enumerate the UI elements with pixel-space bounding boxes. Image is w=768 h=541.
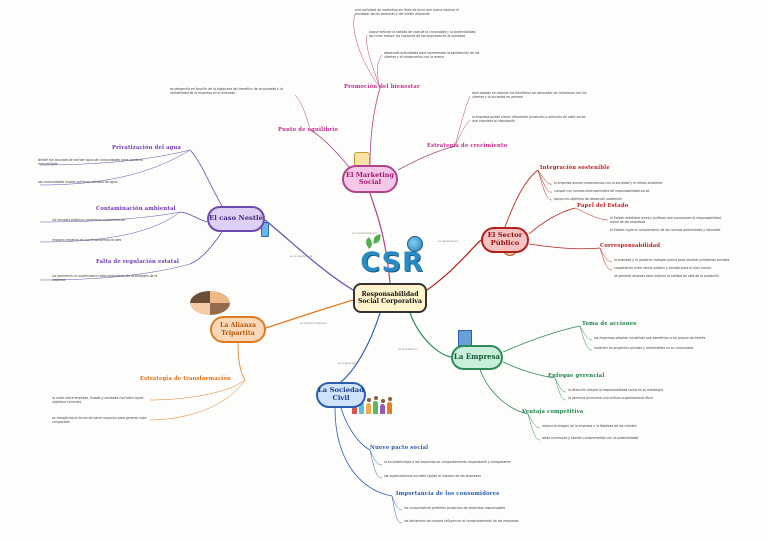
note: las decisiones de compra influyen en el … xyxy=(404,519,519,523)
subtopic-toma-acciones[interactable]: Toma de acciones xyxy=(582,321,637,327)
branch-sociedad-civil[interactable]: La Sociedad Civil xyxy=(316,382,366,408)
globe-icon xyxy=(407,236,423,252)
note: la empresa y el gobierno trabajan juntos… xyxy=(614,258,730,262)
subtopic-falta-regulacion[interactable]: Falta de regulación estatal xyxy=(96,259,180,265)
note: el Estado vigila el cumplimiento de las … xyxy=(610,228,721,232)
note: cumple con normas internacionales de res… xyxy=(554,189,650,193)
subtopic-punto-equilibrio[interactable]: Punto de equilibrio xyxy=(278,127,339,133)
team-hands-icon xyxy=(190,291,230,315)
subtopic-importancia-consumidores[interactable]: Importancia de los consumidores xyxy=(396,491,500,497)
subtopic-integracion-sostenible[interactable]: Integración sostenible xyxy=(540,165,610,171)
note: los consumidores prefieren productos de … xyxy=(404,506,506,510)
subtopic-ventaja-competitiva[interactable]: Ventaja competitiva xyxy=(522,409,584,415)
note: el Estado establece leyes y políticas qu… xyxy=(610,216,721,225)
subtopic-corresponsabilidad[interactable]: Corresponsabilidad xyxy=(600,243,661,249)
subtopic-papel-estado[interactable]: Papel del Estado xyxy=(577,203,629,209)
note: la sociedad exige a las empresas un comp… xyxy=(384,460,511,464)
building-icon xyxy=(458,330,472,346)
note: apoya los objetivos de desarrollo sosten… xyxy=(554,197,622,201)
edge-label: es exigida por xyxy=(338,362,357,365)
water-bottle-icon xyxy=(261,222,269,237)
subtopic-estrategia-crecimiento[interactable]: Estrategia de crecimiento xyxy=(427,143,508,149)
edge-label: es aplicada por xyxy=(398,348,418,351)
note: la unión entre empresa, Estado y socieda… xyxy=(52,396,144,405)
subtopic-contaminacion-ambiental[interactable]: Contaminación ambiental xyxy=(96,206,176,212)
note: desarrolla actividades para incrementar … xyxy=(384,51,480,60)
edge-label: son promovidas por xyxy=(352,232,378,235)
central-topic[interactable]: Responsabilidad Social Corporativa xyxy=(353,283,427,313)
branch-empresa[interactable]: La Empresa xyxy=(451,345,503,370)
note: las comunidades locales sufrieron escase… xyxy=(38,180,118,184)
note: una actividad de marketing sin fines de … xyxy=(355,8,459,17)
note: cooperación entre sector público y priva… xyxy=(614,266,712,270)
note: busca mejorar la calidad de vida de la c… xyxy=(369,30,477,39)
subtopic-promocion-bienestar[interactable]: Promoción del bienestar xyxy=(344,84,420,90)
note: las organizaciones sociales vigilan el i… xyxy=(384,474,481,478)
note: está basado en mejorar los beneficios si… xyxy=(472,91,587,100)
note: se desarrolla en función de la búsqueda … xyxy=(170,87,283,96)
note: Nestlé fue acusada de extraer agua de co… xyxy=(38,158,143,167)
note: la empresa puede crecer ofreciendo produ… xyxy=(472,115,586,124)
note: mejora la imagen de la empresa y la fide… xyxy=(542,424,637,428)
note: invierten en proyectos sociales y ambien… xyxy=(594,346,693,350)
subtopic-nuevo-pacto-social[interactable]: Nuevo pacto social xyxy=(370,445,429,451)
edge-label: es un ejemplo de xyxy=(290,255,313,258)
edge-label: es lograda mediante xyxy=(300,322,327,325)
note: la gerencia promueve una cultura organiz… xyxy=(568,396,653,400)
note: los envases plásticos generaron contamin… xyxy=(52,218,126,222)
subtopic-privatizacion-agua[interactable]: Privatización del agua xyxy=(112,145,182,151)
note: los gobiernos no supervisaron adecuadame… xyxy=(52,274,158,283)
branch-caso-nestle[interactable]: El caso Nestlé xyxy=(207,206,265,232)
subtopic-estrategia-transformacion[interactable]: Estrategia de transformación xyxy=(140,376,231,382)
note: impacto negativo en los ecosistemas loca… xyxy=(52,238,122,242)
note: atrae inversores y talento comprometido … xyxy=(542,436,639,440)
note: las empresas adoptan iniciativas que ben… xyxy=(594,336,706,340)
branch-alianza-tripartita[interactable]: La Alianza Tripartita xyxy=(210,316,266,343)
note: la empresa asume compromisos con la soci… xyxy=(554,181,663,185)
branch-marketing-social[interactable]: El Marketing Social xyxy=(342,165,398,193)
note: se generan alianzas para mejorar la cali… xyxy=(614,274,719,278)
edge-label: es regulada por xyxy=(438,240,459,243)
note: la dirección integra la responsabilidad … xyxy=(568,388,664,392)
subtopic-enfoque-gerencial[interactable]: Enfoque gerencial xyxy=(548,373,605,379)
branch-sector-publico[interactable]: El Sector Público xyxy=(481,227,529,253)
note: se transforma la forma de hacer negocios… xyxy=(52,416,147,425)
